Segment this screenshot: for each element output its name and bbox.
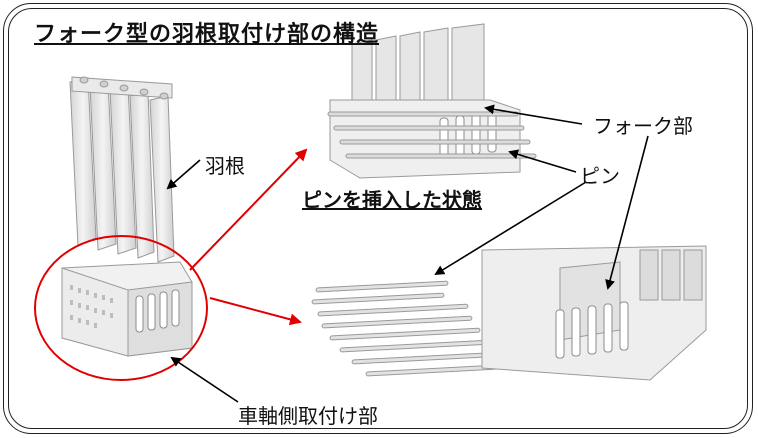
base-highlight-circle [34,235,208,381]
fork-with-pins [327,23,537,179]
arrow-blade [166,159,201,190]
outer-border [3,3,753,434]
arrow-pin-top [508,149,577,173]
arrow-base [170,356,239,403]
pins-inserted-caption: ピンを挿入した状態 [302,188,482,212]
label-base: 車軸側取付け部 [238,404,378,428]
red-arrow-to-fork-with-pins [189,148,308,271]
loose-pins [311,280,503,377]
blades [69,76,175,263]
red-arrow-to-loose-pins [209,297,302,326]
blade-assembly [34,76,208,381]
red-arrows [189,148,308,326]
label-blade: 羽根 [205,154,245,178]
label-fork: フォーク部 [593,114,693,138]
label-arrows [166,104,649,403]
diagram-title: フォーク型の羽根取付け部の構造 [34,22,380,47]
fork-part [481,245,707,381]
arrow-fork-top [484,104,583,125]
arrow-fork-bottom [605,135,649,290]
inner-border [8,8,748,429]
base-block [61,261,193,357]
arrow-pin-bottom [434,181,587,276]
label-pin: ピン [580,164,620,188]
